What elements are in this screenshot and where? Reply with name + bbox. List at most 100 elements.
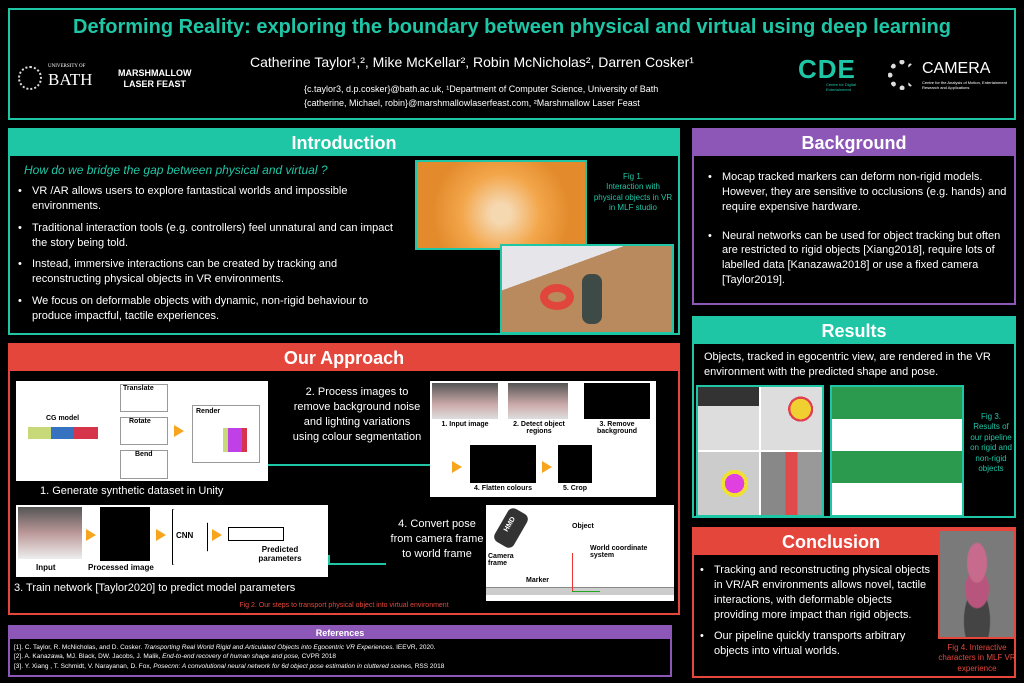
sub-step-detect: 2. Detect object regions xyxy=(513,421,565,435)
ref-title: End-to-end recovery of human shape and p… xyxy=(162,653,300,661)
step4-label: 4. Convert pose from camera frame to wor… xyxy=(390,518,484,560)
arrow-icon xyxy=(542,461,552,473)
conclusion-bullet: Tracking and reconstructing physical obj… xyxy=(700,563,934,622)
result-photo xyxy=(761,387,822,450)
background-bullet: Mocap tracked markers can deform non-rig… xyxy=(708,170,1008,215)
fig3-caption: Fig 3. Results of our pipeline on rigid … xyxy=(968,412,1014,474)
arrow-icon xyxy=(174,425,184,437)
intro-bullet: Traditional interaction tools (e.g. cont… xyxy=(18,221,408,251)
result-photo xyxy=(698,387,759,450)
reference-item: [2]. A. Kanazawa, MJ. Black, DW. Jacobs,… xyxy=(14,652,444,661)
predicted-label: Predicted parameters xyxy=(258,545,302,563)
affiliation-bath: {c.taylor3, d.p.cosker}@bath.ac.uk, ¹Dep… xyxy=(304,84,659,94)
ref-venue: IEEVR, 2020. xyxy=(396,644,436,651)
cde-logo-sub: Centre for Digital Entertainment xyxy=(826,82,857,92)
detect-regions-thumb xyxy=(508,383,568,419)
sub-step-input: 1. Input image xyxy=(441,421,489,428)
mlf-logo-line1: MARSHMALLOW xyxy=(118,68,192,78)
author-list: Catherine Taylor¹,², Mike McKellar², Rob… xyxy=(250,54,694,70)
object-label: Object xyxy=(572,523,594,530)
step3-label: 3. Train network [Taylor2020] to predict… xyxy=(14,582,296,594)
rendered-model xyxy=(223,428,247,452)
conclusion-section: Conclusion Tracking and reconstructing p… xyxy=(692,527,1016,678)
sub-step-remove: 3. Remove background xyxy=(596,421,638,435)
ref-authors: [2]. A. Kanazawa, MJ. Black, DW. Jacobs,… xyxy=(14,653,161,661)
remove-bg-thumb xyxy=(584,383,650,419)
ref-venue: RSS 2018 xyxy=(414,662,445,670)
background-bullet: Neural networks can be used for object t… xyxy=(708,229,1008,288)
results-section: Results Objects, tracked in egocentric v… xyxy=(692,316,1016,518)
poster-title: Deforming Reality: exploring the boundar… xyxy=(73,16,951,38)
vr-scene-image xyxy=(415,160,587,250)
fig1-text: Interaction with physical objects in VR … xyxy=(593,182,673,213)
arrow-icon xyxy=(212,529,222,541)
world-axis-x xyxy=(572,591,600,592)
fig3-label: Fig 3. xyxy=(980,412,1001,421)
conclusion-bullet: Our pipeline quickly transports arbitrar… xyxy=(700,629,934,659)
pose-conversion-diagram: HMD Object Camera frame World coordinate… xyxy=(486,505,674,601)
synthetic-dataset-diagram: CG model Translate Rotate Bend Render xyxy=(16,381,268,481)
flow-arrow xyxy=(328,563,386,565)
person xyxy=(582,274,602,324)
bath-logo: UNIVERSITY OF BATH xyxy=(18,64,103,96)
references-heading: References xyxy=(10,627,670,639)
ref-title: Posecnn: A convolutional neural network … xyxy=(153,662,413,670)
ref-authors: [1]. C. Taylor, R. McNicholas, and D. Co… xyxy=(14,644,143,651)
translate-box: Translate xyxy=(120,384,168,412)
ref-authors: [3]. Y. Xiang , T. Schmidt, V. Narayanan… xyxy=(14,662,152,670)
intro-bullets: VR /AR allows users to explore fantastic… xyxy=(18,184,408,331)
rotate-box: Rotate xyxy=(120,417,168,445)
fig2-caption: Fig 2. Our steps to transport physical o… xyxy=(239,602,449,609)
bend-box: Bend xyxy=(120,450,168,479)
reference-item: [3]. Y. Xiang , T. Schmidt, V. Narayanan… xyxy=(14,662,444,671)
step1-label: 1. Generate synthetic dataset in Unity xyxy=(40,485,224,497)
input-label: Input xyxy=(36,563,56,572)
crop-thumb xyxy=(558,445,592,483)
poster-header: Deforming Reality: exploring the boundar… xyxy=(8,8,1016,120)
approach-section: Our Approach CG model Translate Rotate B… xyxy=(8,343,680,615)
background-section: Background Mocap tracked markers can def… xyxy=(692,128,1016,305)
intro-bullet: VR /AR allows users to explore fantastic… xyxy=(18,184,408,214)
input-image-thumb xyxy=(432,383,498,419)
mlf-logo: MARSHMALLOW LASER FEAST xyxy=(118,68,192,91)
characters-image xyxy=(938,529,1016,639)
reference-list: [1]. C. Taylor, R. McNicholas, and D. Co… xyxy=(14,643,444,671)
training-diagram: Input Processed image CNN Predicted para… xyxy=(16,505,328,577)
introduction-section: Introduction How do we bridge the gap be… xyxy=(8,128,680,335)
conclusion-bullets: Tracking and reconstructing physical obj… xyxy=(700,563,934,666)
segmentation-diagram: 1. Input image 2. Detect object regions … xyxy=(430,381,656,497)
ref-venue: CVPR 2018 xyxy=(301,653,336,661)
cg-model-label: CG model xyxy=(46,415,80,422)
processed-label: Processed image xyxy=(88,563,154,572)
render-label: Render xyxy=(196,408,221,415)
fig3-text: Results of our pipeline on rigid and non… xyxy=(970,422,1012,473)
conclusion-heading: Conclusion xyxy=(694,529,938,555)
affiliation-mlf: {catherine, Michael, robin}@marshmallowl… xyxy=(304,98,640,108)
approach-heading: Our Approach xyxy=(10,345,678,371)
camera-logo-sub: Centre for the Analysis of Motion, Enter… xyxy=(922,80,1007,90)
world-axis-y xyxy=(572,553,573,591)
processed-image xyxy=(100,507,150,561)
arrow-icon xyxy=(156,529,166,541)
cg-model-bar xyxy=(28,427,98,439)
intro-question: How do we bridge the gap between physica… xyxy=(24,163,328,177)
marker-label: Marker xyxy=(526,577,549,584)
bend-label: Bend xyxy=(135,451,153,458)
results-grid-images xyxy=(830,385,964,517)
inflatable-ring xyxy=(540,284,574,310)
arrow-icon xyxy=(86,529,96,541)
background-bullets: Mocap tracked markers can deform non-rig… xyxy=(708,170,1008,295)
translate-label: Translate xyxy=(123,385,154,392)
cnn-label: CNN xyxy=(176,531,194,540)
rotate-label: Rotate xyxy=(129,418,151,425)
reference-item: [1]. C. Taylor, R. McNicholas, and D. Co… xyxy=(14,643,444,652)
mlf-logo-line2: LASER FEAST xyxy=(123,79,186,90)
camera-c-icon xyxy=(888,60,916,90)
result-photo xyxy=(761,452,822,515)
bath-logo-small: UNIVERSITY OF xyxy=(48,64,86,69)
results-text: Objects, tracked in egocentric view, are… xyxy=(704,351,991,378)
camera-logo-text: CAMERA xyxy=(922,60,991,77)
introduction-heading: Introduction xyxy=(10,130,678,156)
ref-title: Transporting Real World Rigid and Articu… xyxy=(143,644,395,651)
references-section: References [1]. C. Taylor, R. McNicholas… xyxy=(8,625,672,677)
